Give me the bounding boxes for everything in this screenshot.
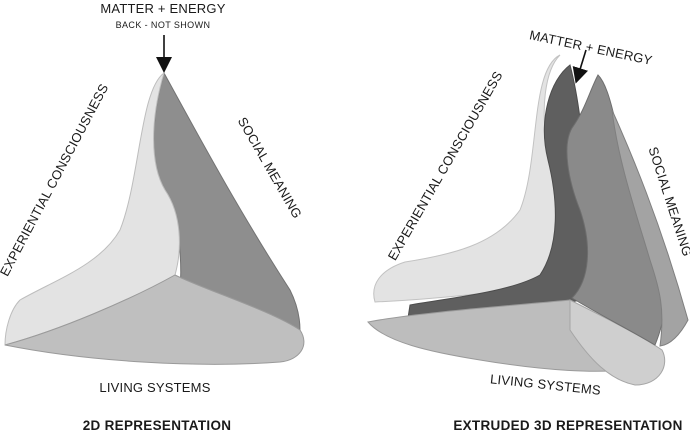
right-living-label: LIVING SYSTEMS (489, 371, 601, 398)
right-experiential-consciousness-face (373, 54, 561, 303)
left-2d-diagram (4, 71, 305, 365)
left-top-label: MATTER + ENERGY (100, 1, 225, 16)
right-social-meaning-side (611, 109, 689, 347)
right-down-arrow-icon (572, 49, 588, 84)
left-caption: 2D REPRESENTATION (83, 418, 232, 433)
right-3d-diagram (367, 54, 689, 386)
left-living-systems-face (4, 274, 305, 365)
left-social-label: SOCIAL MEANING (235, 115, 305, 221)
left-experiential-label: EXPERIENTIAL CONSCIOUSNESS (0, 81, 111, 279)
left-top-sublabel: BACK - NOT SHOWN (116, 20, 211, 30)
right-top-label: MATTER + ENERGY (528, 27, 654, 68)
left-living-label: LIVING SYSTEMS (99, 380, 210, 395)
right-caption: EXTRUDED 3D REPRESENTATION (453, 418, 682, 433)
right-experiential-label: EXPERIENTIAL CONSCIOUSNESS (385, 69, 506, 263)
